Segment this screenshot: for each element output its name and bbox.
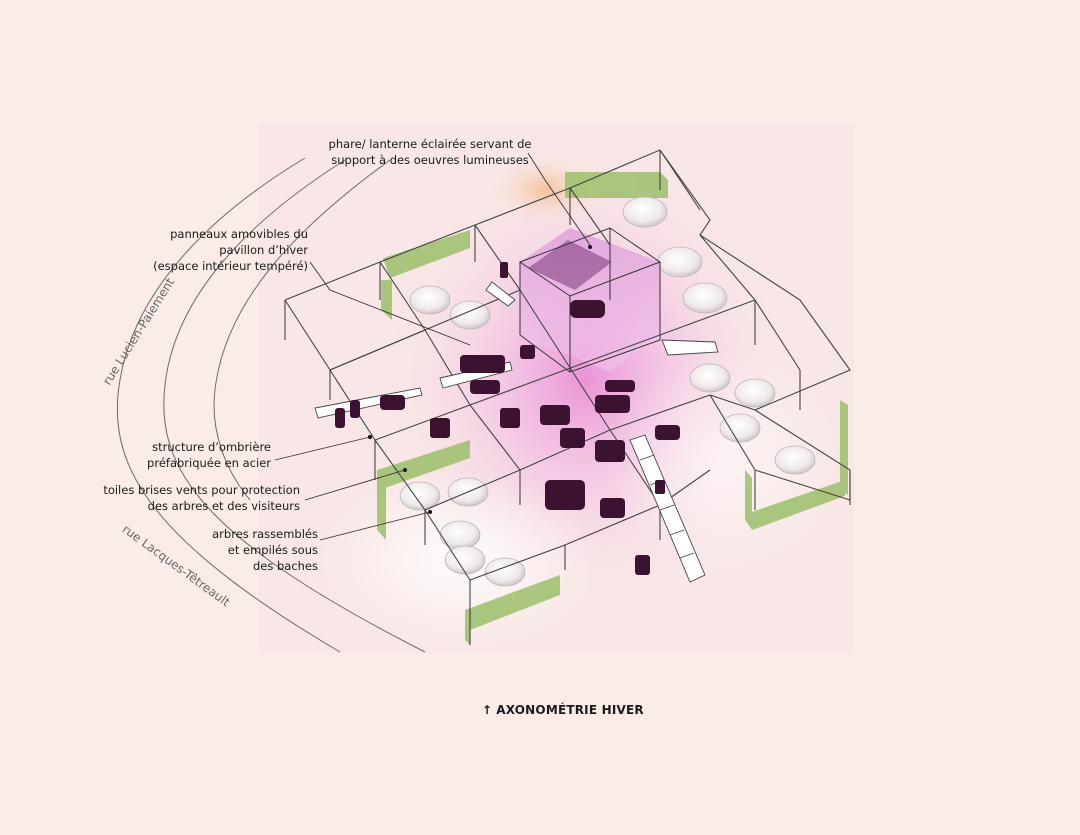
- label-windbreak-line-1: toiles brises vents pour protection: [103, 483, 300, 497]
- north-arrow-icon: ↑: [482, 703, 493, 717]
- label-windbreak-line-2: des arbres et des visiteurs: [147, 499, 300, 513]
- label-lantern: phare/ lanterne éclairée servant de supp…: [320, 136, 540, 168]
- label-windbreak: toiles brises vents pour protection des …: [103, 482, 300, 514]
- leader-lines: [274, 152, 591, 541]
- label-lantern-line-2: support à des oeuvres lumineuses: [331, 153, 529, 167]
- label-panels-line-3: (espace intérieur tempéré): [153, 259, 308, 273]
- leader-dots: [368, 245, 592, 514]
- windbreak-panels: [377, 172, 848, 645]
- caption-title: AXONOMÉTRIE HIVER: [496, 703, 644, 717]
- label-lantern-line-1: phare/ lanterne éclairée servant de: [328, 137, 532, 151]
- label-trees-line-2: et empilés sous: [227, 543, 318, 557]
- crowd-silhouettes: [335, 262, 680, 575]
- label-structure: structure d’ombrière préfabriquée en aci…: [147, 439, 271, 471]
- label-panels-line-2: pavillon d’hiver: [219, 243, 308, 257]
- label-structure-line-2: préfabriquée en acier: [147, 456, 271, 470]
- label-trees: arbres rassemblés et empilés sous des ba…: [212, 526, 318, 574]
- label-trees-line-3: des baches: [252, 559, 318, 573]
- label-structure-line-1: structure d’ombrière: [152, 440, 271, 454]
- steel-frame: [284, 149, 851, 645]
- street-lines: [116, 157, 426, 653]
- drawing-caption: ↑AXONOMÉTRIE HIVER: [482, 703, 644, 717]
- label-panels-line-1: panneaux amovibles du: [170, 227, 308, 241]
- tree-bundles: [399, 196, 816, 587]
- label-trees-line-1: arbres rassemblés: [212, 527, 318, 541]
- label-panels: panneaux amovibles du pavillon d’hiver (…: [153, 226, 308, 274]
